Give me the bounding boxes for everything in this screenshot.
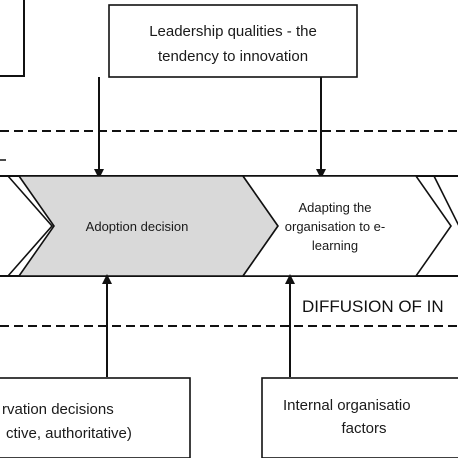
internal-factors-label-line2: factors: [341, 420, 386, 437]
chevron-adapting-organisation: [241, 175, 452, 277]
chevron-next-step: [432, 175, 458, 226]
diffusion-label: DIFFUSION OF IN: [302, 297, 444, 316]
adapting-organisation-label-line3: learning: [312, 238, 358, 253]
leadership-box-label-line1: Leadership qualities - the: [149, 23, 317, 40]
innovation-decisions-label-line1: rvation decisions: [2, 401, 114, 418]
top-left-box: [0, 0, 25, 77]
adapting-organisation-label-line1: Adapting the: [298, 200, 371, 215]
innovation-decisions-label-line2: ctive, authoritative): [6, 425, 132, 442]
chevron-previous-step: [0, 175, 54, 277]
adapting-organisation-label-line2: organisation to e-: [285, 219, 385, 234]
leadership-box-label-line2: tendency to innovation: [158, 48, 308, 65]
internal-factors-box: [261, 377, 458, 458]
leadership-box: [108, 4, 358, 78]
adoption-decision-label: Adoption decision: [86, 219, 189, 234]
innovation-decisions-box: [0, 377, 191, 458]
internal-factors-label-line1: Internal organisatio: [283, 397, 411, 414]
